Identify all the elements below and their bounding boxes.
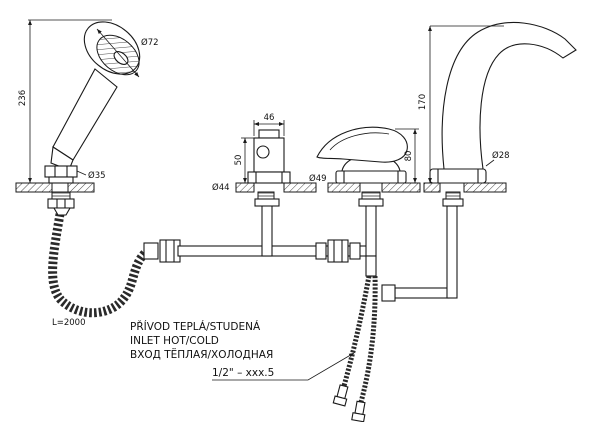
dim-valve-base-diameter: Ø44 xyxy=(212,182,230,193)
mixer-shank-thread xyxy=(361,191,381,200)
dimensions: 236 Ø72 Ø35 46 50 Ø44 Ø49 80 170 Ø28 L=2… xyxy=(18,19,510,328)
shower-coil-hose xyxy=(48,213,149,318)
spout-horizontal-pipe xyxy=(394,287,450,299)
mounting-deck xyxy=(15,182,507,193)
hand-shower-assembly xyxy=(44,21,141,216)
flex-hose-fitting xyxy=(332,384,349,407)
valve-shank-thread xyxy=(257,191,275,200)
deck-section xyxy=(423,182,441,193)
spout-body xyxy=(441,21,577,170)
deck-section xyxy=(15,182,53,193)
valve-flange xyxy=(247,171,291,184)
leader-35 xyxy=(76,170,87,176)
deck-section xyxy=(327,182,361,193)
diverter-down-pipe xyxy=(261,204,273,257)
dim-shower-height: 236 xyxy=(18,90,28,106)
holder-collar xyxy=(48,176,74,184)
note-czech: PŘÍVOD TEPLÁ/STUDENÁ xyxy=(130,320,261,333)
dim-valve-height: 50 xyxy=(234,155,244,166)
shower-handle xyxy=(52,68,118,161)
shower-shank-thread xyxy=(51,191,71,200)
dim-head-diameter: Ø72 xyxy=(141,37,159,48)
deck-section xyxy=(235,182,255,193)
notes: PŘÍVOD TEPLÁ/STUDENÁ INLET HOT/COLD ВХОД… xyxy=(130,320,355,381)
deck-section xyxy=(463,182,507,193)
diverter-valve-assembly xyxy=(247,129,291,207)
deck-section xyxy=(67,182,95,193)
pipe-union-nut xyxy=(327,239,349,263)
note-english: INLET HOT/COLD xyxy=(130,335,219,347)
spout-shank-thread xyxy=(445,191,461,200)
hose-length-label: L=2000 xyxy=(52,318,86,328)
piping xyxy=(48,204,458,422)
valve-shank-nut xyxy=(254,198,280,207)
mixer-escutcheon xyxy=(335,170,407,184)
dim-holder-diameter: Ø35 xyxy=(88,170,106,181)
note-leader-arrow xyxy=(212,352,355,381)
note-connection-size: 1/2" – xxx.5 xyxy=(212,367,274,379)
spout-assembly xyxy=(429,21,577,207)
deck-section xyxy=(283,182,317,193)
flex-hose-fitting xyxy=(351,400,366,422)
flex-inlet-hose-hot xyxy=(341,275,372,387)
dim-mixer-height: 80 xyxy=(404,151,414,162)
deck-section xyxy=(381,182,421,193)
mixer-tee-pipe xyxy=(365,255,377,277)
shower-shank-nut xyxy=(47,198,75,209)
mixer-assembly xyxy=(316,126,408,207)
hose-coupling xyxy=(143,242,159,260)
lever-accent-line xyxy=(329,132,390,151)
valve-knob xyxy=(256,145,270,159)
hose-taper xyxy=(53,207,71,216)
dim-spout-base-diameter: Ø28 xyxy=(492,150,510,161)
mixer-down-pipe xyxy=(365,204,377,257)
leader-28 xyxy=(485,159,495,167)
dim-line-72 xyxy=(96,28,140,78)
dim-valve-width: 46 xyxy=(264,113,275,123)
holder-nut xyxy=(44,165,78,178)
spout-pipe-connector xyxy=(381,284,396,302)
spout-shank-nut xyxy=(442,198,464,207)
dim-spout-height: 170 xyxy=(418,94,428,110)
pipe-union xyxy=(349,242,361,260)
dim-mixer-base-diameter: Ø49 xyxy=(309,173,327,184)
note-russian: ВХОД ТЁПЛАЯ/ХОЛОДНАЯ xyxy=(130,348,273,361)
pipe-union xyxy=(315,242,327,260)
hose-coupling-nut xyxy=(159,239,181,263)
mixer-lever xyxy=(316,126,408,163)
spout-down-pipe xyxy=(446,205,458,299)
mixer-shank-nut xyxy=(358,198,384,207)
valve-cap xyxy=(258,129,280,139)
